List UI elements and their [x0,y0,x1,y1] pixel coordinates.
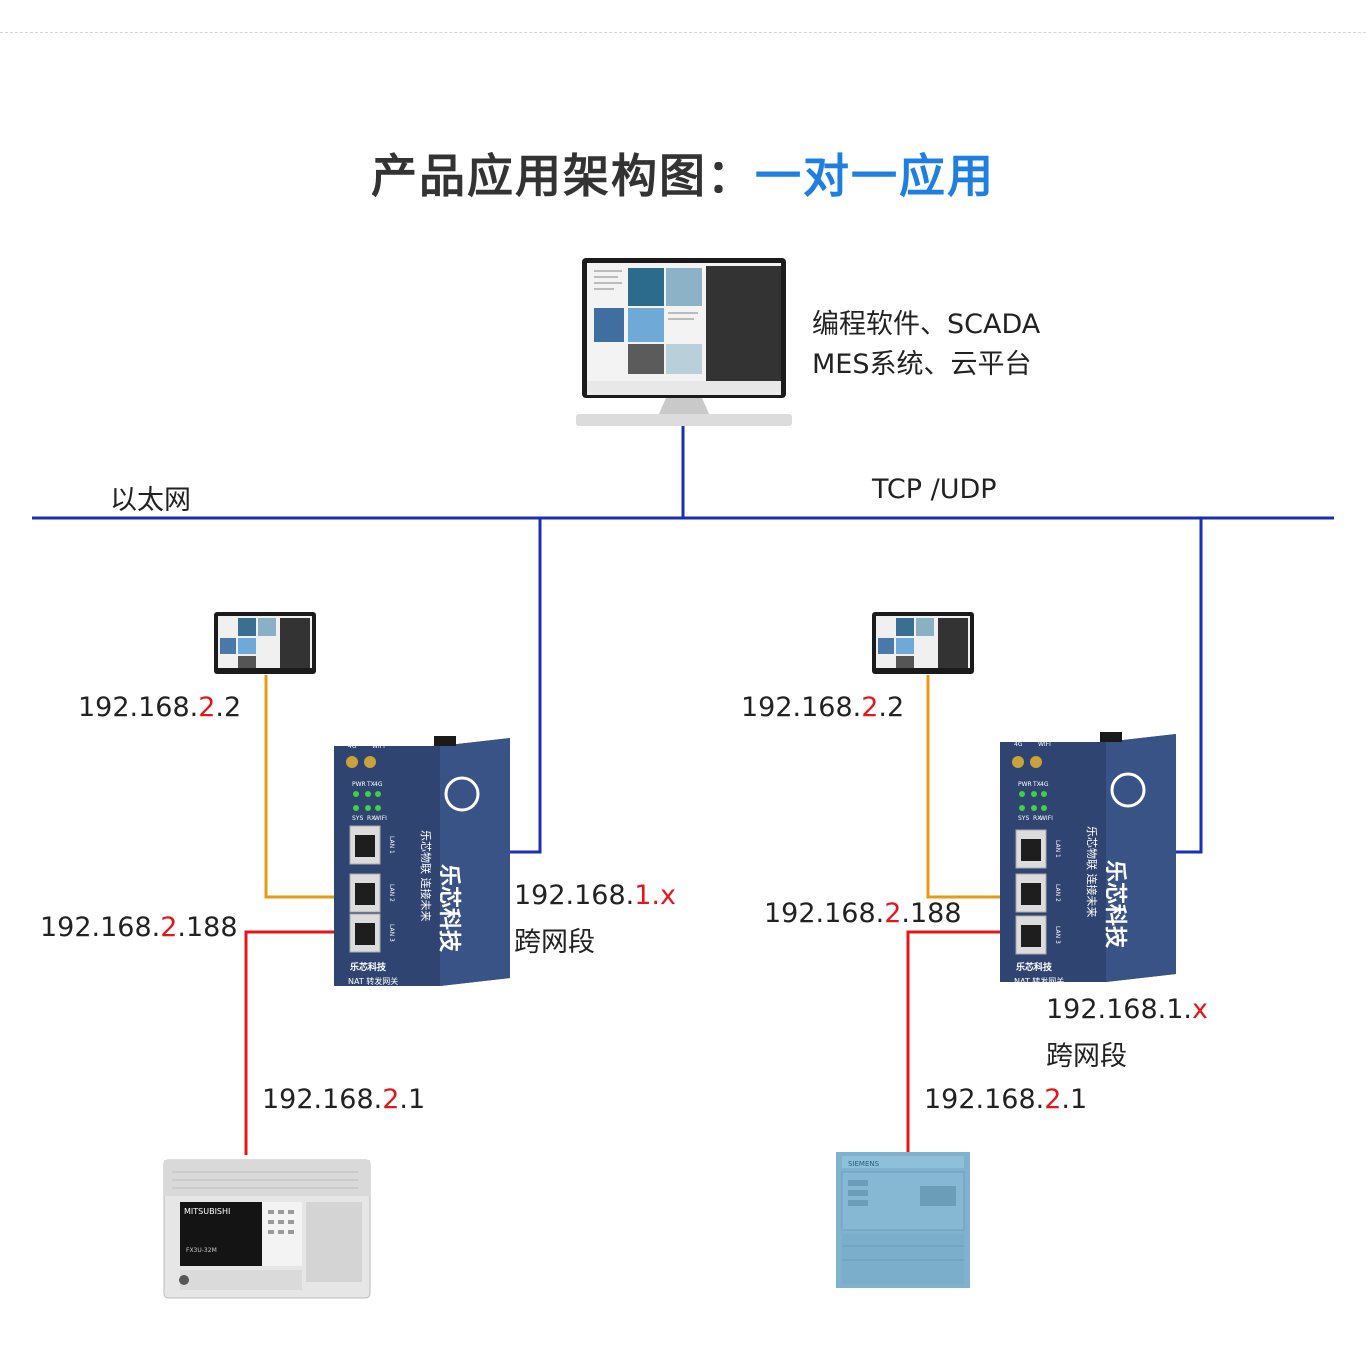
ip-host: .1 [1061,1084,1088,1115]
ip-prefix: 192.168. [514,880,635,911]
gateway-logo-icon [1110,772,1146,808]
pc-caption-line1: 编程软件、SCADA [812,309,1041,340]
ip-prefix: 192.168. [40,912,161,943]
status-leds [1019,791,1047,811]
left-hmi-link [264,675,365,899]
right-plc-ip: 192.168.2.1 [924,1084,1087,1115]
page-title: 产品应用架构图：一对一应用 [0,140,1366,206]
title-main: 产品应用架构图： [371,149,755,203]
gateway-brand: 乐芯科技 [436,864,461,953]
ip-prefix: 192.168. [764,898,885,929]
right-hmi-screen [872,612,974,674]
ip-subnet: 1 [634,880,652,911]
ethernet-ports [1015,829,1047,955]
led-label-4g: 4G [374,781,383,788]
left-hmi-ip: 192.168.2.2 [78,692,241,723]
led-label-rx: RX [1033,815,1041,822]
ip-host: .2 [878,692,905,723]
led-label-tx: TX [366,781,375,788]
led-label-wifi: WIFI [374,815,387,822]
ip-prefix: 192.168.1. [1046,994,1192,1025]
left-gateway: 4G WIFI PWR TX 4G SYS RX WIFI LAN 1 LAN … [334,736,510,986]
ip-subnet: 2 [1044,1084,1062,1115]
plc-model: FX3U-32M [186,1247,217,1254]
ip-prefix: 192.168. [924,1084,1045,1115]
left-gateway-lan-ip: 192.168.2.188 [40,912,238,943]
left-plc: MITSUBISHI FX3U-32M [163,1159,371,1299]
top-divider [0,32,1366,33]
gateway-slogan: 乐芯物联 连接未来 [1085,826,1099,918]
ip-prefix: 192.168. [78,692,199,723]
led-label-wifi: WIFI [1040,815,1053,822]
left-wan-note: 跨网段 [514,927,595,958]
left-plc-link [244,930,365,1155]
led-label-tx: TX [1032,781,1041,788]
ip-host: .188 [177,912,238,943]
ip-subnet: 2 [382,1084,400,1115]
port-label-lan3: LAN 3 [388,924,395,942]
antenna-icon [1012,756,1042,768]
antenna-label-wifi: WIFI [1038,741,1051,748]
status-leds [353,791,381,811]
port-label-lan2: LAN 2 [388,884,395,902]
left-hmi-screen [214,612,316,674]
ip-host: .188 [901,898,962,929]
ip-host: .1 [399,1084,426,1115]
port-label-lan3: LAN 3 [1054,926,1061,944]
gateway-model: NAT 转发网关 [348,976,398,986]
port-label-lan2: LAN 2 [1054,884,1061,902]
right-hmi-link [926,675,1025,899]
left-wan-ip: 192.168.1.x [514,880,676,911]
led-label-pwr: PWR [1018,781,1032,788]
right-plc: SIEMENS [836,1152,970,1288]
ip-subnet: 2 [160,912,178,943]
led-label-rx: RX [367,815,375,822]
ip-subnet: 2 [861,692,879,723]
antenna-label-wifi: WIFI [372,743,385,750]
right-wan-ip: 192.168.1.x [1046,994,1208,1025]
gateway-mini-brand: 乐芯科技 [1016,961,1053,973]
led-label-pwr: PWR [352,781,366,788]
ethernet-ports [349,825,381,953]
ip-host: x [1192,994,1208,1025]
ip-host: .x [651,880,676,911]
ip-subnet: 2 [198,692,216,723]
led-label-4g: 4G [1040,781,1049,788]
gateway-brand: 乐芯科技 [1102,860,1127,949]
plc-brand: SIEMENS [848,1160,880,1168]
right-gateway-lan-ip: 192.168.2.188 [764,898,962,929]
antenna-icon [346,756,376,768]
pc-monitor [576,258,792,426]
led-label-sys: SYS [352,815,363,822]
ip-prefix: 192.168. [741,692,862,723]
right-hmi-ip: 192.168.2.2 [741,692,904,723]
ethernet-label: 以太网 [110,485,191,516]
pc-caption-line2: MES系统、云平台 [812,349,1032,380]
port-label-lan1: LAN 1 [1054,840,1061,858]
gateway-slogan: 乐芯物联 连接未来 [419,830,433,922]
ip-subnet: 2 [884,898,902,929]
right-plc-link [906,930,1025,1152]
right-wan-note: 跨网段 [1046,1041,1127,1072]
gateway-logo-icon [444,776,480,812]
protocol-label: TCP /UDP [872,474,997,505]
plc-brand: MITSUBISHI [184,1207,230,1216]
right-gateway: 4G WIFI PWR TX 4G SYS RX WIFI LAN 1 LAN … [1000,732,1176,986]
antenna-label-4g: 4G [1014,741,1023,748]
ip-prefix: 192.168. [262,1084,383,1115]
ip-host: .2 [215,692,242,723]
led-label-sys: SYS [1018,815,1029,822]
gateway-mini-brand: 乐芯科技 [350,961,387,973]
antenna-label-4g: 4G [348,743,357,750]
title-accent: 一对一应用 [755,149,995,203]
port-label-lan1: LAN 1 [388,836,395,854]
gateway-model: NAT 转发网关 [1014,976,1064,986]
left-plc-ip: 192.168.2.1 [262,1084,425,1115]
